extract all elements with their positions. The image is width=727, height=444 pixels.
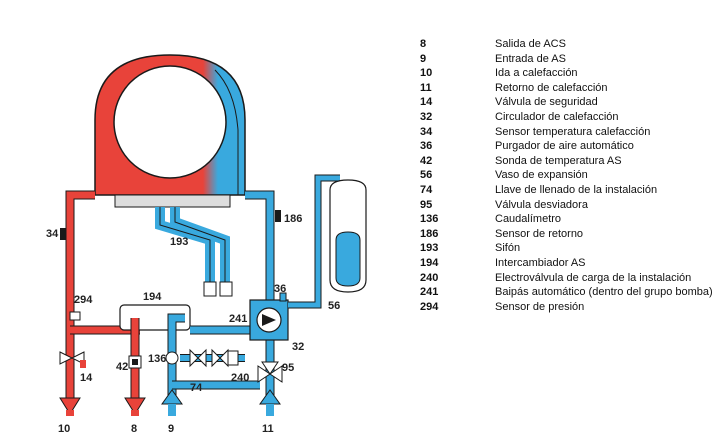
legend-number: 186 [420, 227, 439, 240]
legend-row: 10 Ida a calefacción [420, 66, 720, 81]
legend-number: 241 [420, 286, 439, 299]
legend-description: Entrada de AS [495, 52, 566, 65]
legend-description: Caudalímetro [495, 213, 562, 226]
legend-number: 74 [420, 183, 433, 196]
siphon-193 [155, 207, 233, 297]
legend-number: 34 [420, 125, 433, 138]
legend-row: 42 Sonda de temperatura AS [420, 154, 720, 169]
legend-description: Sensor de presión [495, 300, 585, 313]
legend-description: Sensor temperatura calefacción [495, 125, 651, 138]
legend-row: 14 Válvula de seguridad [420, 95, 720, 110]
legend-number: 32 [420, 110, 433, 123]
legend-description: Electroválvula de carga de la instalació… [495, 271, 692, 284]
legend-number: 36 [420, 140, 433, 153]
label-240: 240 [231, 372, 249, 384]
legend-row: 34 Sensor temperatura calefacción [420, 125, 720, 140]
legend-row: 240 Electroválvula de carga de la instala… [420, 271, 720, 286]
label-9: 9 [168, 423, 174, 435]
legend-description: Vaso de expansión [495, 169, 588, 182]
legend-row: 8 Salida de ACS [420, 37, 720, 52]
expansion-vessel-56 [288, 174, 367, 309]
pressure-sensor-294 [69, 311, 81, 321]
legend-number: 136 [420, 213, 439, 226]
legend-description: Sifón [495, 242, 521, 255]
label-42: 42 [116, 361, 128, 373]
label-56: 56 [328, 300, 340, 312]
label-186: 186 [284, 213, 302, 225]
legend: 8 Salida de ACS 9 Entrada de AS 10 Ida a cale… [420, 37, 720, 314]
legend-description: Purgador de aire automático [495, 140, 634, 153]
label-14: 14 [80, 372, 93, 384]
dhw-sensor-42 [128, 355, 142, 369]
legend-description: Intercambiador AS [495, 256, 586, 269]
burner-plate [114, 194, 231, 208]
legend-row: 74 Llave de llenado de la instalación [420, 183, 720, 198]
legend-number: 42 [420, 154, 433, 167]
legend-row: 136 Caudalímetro [420, 212, 720, 227]
pump-group-32 [249, 299, 289, 341]
legend-number: 14 [420, 96, 433, 109]
legend-number: 294 [420, 300, 439, 313]
legend-number: 11 [420, 81, 432, 94]
legend-description: Ida a calefacción [495, 67, 578, 80]
legend-row: 186 Sensor de retorno [420, 227, 720, 242]
legend-description: Circulador de calefacción [495, 110, 619, 123]
label-194: 194 [143, 291, 162, 303]
legend-row: 56 Vaso de expansión [420, 168, 720, 183]
label-241: 241 [229, 313, 247, 325]
label-11: 11 [262, 423, 274, 435]
label-193: 193 [170, 236, 188, 248]
legend-row: 11 Retorno de calefacción [420, 81, 720, 96]
legend-number: 193 [420, 242, 439, 255]
label-136: 136 [148, 353, 166, 365]
legend-description: Retorno de calefacción [495, 81, 608, 94]
filling-valves [180, 348, 245, 368]
legend-number: 8 [420, 38, 427, 50]
legend-row: 32 Circulador de calefacción [420, 110, 720, 125]
return-sensor-186 [275, 210, 281, 222]
legend-row: 193 Sifón [420, 241, 720, 256]
legend-description: Baipás automático (dentro del grupo bomb… [495, 286, 713, 299]
label-32: 32 [292, 341, 304, 353]
label-95: 95 [282, 362, 294, 374]
legend-row: 36 Purgador de aire automático [420, 139, 720, 154]
label-8: 8 [131, 423, 137, 435]
sensor-34 [60, 228, 66, 240]
label-74: 74 [190, 382, 203, 394]
legend-row: 95 Válvula desviadora [420, 198, 720, 213]
air-vent-36 [279, 292, 287, 302]
legend-description: Válvula desviadora [495, 198, 588, 211]
diverter-valve-95 [257, 361, 283, 383]
legend-row: 9 Entrada de AS [420, 52, 720, 67]
legend-number: 56 [420, 169, 433, 182]
label-10: 10 [58, 423, 70, 435]
legend-number: 240 [420, 271, 439, 284]
label-34: 34 [46, 228, 59, 240]
legend-row: 294 Sensor de presión [420, 300, 720, 315]
legend-row: 194 Intercambiador AS [420, 256, 720, 271]
label-294: 294 [74, 294, 93, 306]
safety-valve-14 [59, 351, 86, 368]
label-36: 36 [274, 283, 286, 295]
heating-supply-pipe [59, 190, 140, 416]
legend-row: 241 Baipás automático (dentro del grupo b… [420, 285, 720, 300]
legend-description: Sonda de temperatura AS [495, 154, 622, 167]
boiler-hydraulic-diagram: 34 186 193 36 294 194 56 241 32 136 42 9… [46, 54, 367, 435]
legend-description: Llave de llenado de la instalación [495, 183, 658, 196]
legend-number: 95 [420, 198, 433, 211]
legend-number: 194 [420, 256, 439, 269]
legend-description: Válvula de seguridad [495, 96, 598, 109]
legend-number: 10 [420, 67, 433, 80]
legend-description: Sensor de retorno [495, 227, 584, 240]
legend-description: Salida de ACS [495, 38, 566, 50]
cold-water-inlet-pipe [161, 313, 260, 416]
main-heat-exchanger [94, 54, 246, 196]
legend-number: 9 [420, 52, 427, 65]
flowmeter-136 [165, 351, 179, 365]
